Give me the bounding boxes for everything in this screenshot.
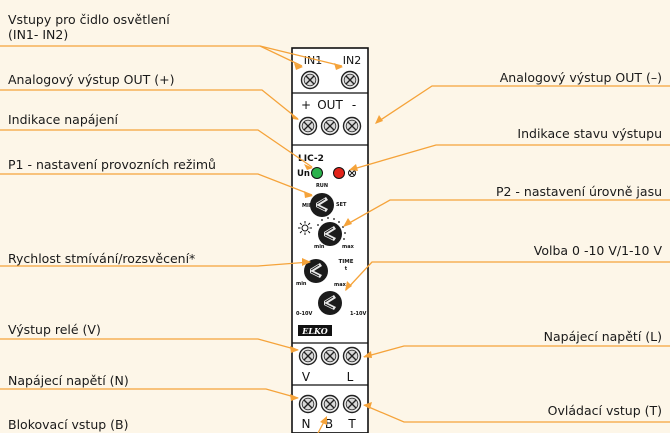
time-max-label: max	[334, 282, 347, 288]
v110-label: 1-10V	[350, 311, 367, 317]
v010-label: 0-10V	[296, 311, 313, 317]
label-p1-operating-modes: P1 - nastavení provozních režimů	[8, 157, 216, 172]
screw-terminal-in1	[300, 70, 320, 90]
terminal-l-label: L	[347, 370, 354, 384]
screw-terminal-mid	[320, 346, 340, 366]
screw-terminal-out-minus	[342, 116, 362, 136]
power-led	[311, 167, 323, 179]
terminal-b-label: B	[325, 417, 333, 431]
time-t-label: t	[345, 266, 348, 272]
label-relay-output: Výstup relé (V)	[8, 322, 101, 337]
terminal-v-label: V	[302, 370, 311, 384]
sun-icon	[298, 221, 312, 235]
label-supply-l: Napájecí napětí (L)	[543, 329, 662, 344]
label-p2-brightness: P2 - nastavení úrovně jasu	[495, 184, 662, 199]
label-analog-out-plus: Analogový výstup OUT (+)	[8, 72, 175, 87]
label-light-sensor-inputs: Vstupy pro čidlo osvětlení (IN1- IN2)	[8, 12, 170, 42]
terminal-out-minus-label: -	[352, 98, 356, 112]
p1-set-label: SET	[336, 202, 347, 208]
label-blocking-input: Blokovací vstup (B)	[8, 417, 129, 432]
terminal-t-label: T	[347, 417, 356, 431]
label-control-input: Ovládací vstup (T)	[547, 403, 662, 418]
svg-text:ELKO: ELKO	[301, 326, 327, 336]
label-analog-out-minus: Analogový výstup OUT (–)	[499, 70, 662, 85]
terminal-out-label: OUT	[317, 98, 343, 112]
status-led	[333, 167, 345, 179]
p1-knob[interactable]	[309, 192, 335, 218]
p2-max-label: max	[342, 244, 355, 250]
terminal-out-plus-label: +	[301, 98, 311, 112]
screw-terminal-l	[342, 346, 362, 366]
p1-min-label: MIN	[302, 203, 313, 209]
voltage-select-knob[interactable]	[317, 290, 343, 316]
callout-arrowheads	[290, 63, 383, 425]
screw-terminal-t	[342, 394, 362, 414]
screw-terminal-n	[298, 394, 318, 414]
time-label: TIME	[338, 259, 353, 265]
screw-terminal-out-mid	[320, 116, 340, 136]
terminal-n-label: N	[302, 417, 311, 431]
un-label: Un	[297, 169, 310, 179]
model-label: LIC-2	[298, 154, 324, 164]
label-voltage-select: Volba 0 -10 V/1-10 V	[533, 243, 662, 258]
screw-terminal-in2	[340, 70, 360, 90]
time-min-label: min	[296, 281, 307, 287]
label-dimming-speed: Rychlost stmívání/rozsvěcení*	[8, 251, 196, 266]
p2-knob[interactable]	[317, 221, 343, 247]
screw-terminal-out-plus	[298, 116, 318, 136]
callout-lines	[0, 45, 670, 433]
brand-logo: ELKO	[298, 325, 332, 336]
screw-terminal-b	[320, 394, 340, 414]
screw-terminal-v	[298, 346, 318, 366]
run-label: RUN	[316, 183, 328, 189]
label-supply-n: Napájecí napětí (N)	[8, 373, 129, 388]
label-power-indication: Indikace napájení	[8, 112, 118, 127]
p2-min-label: min	[314, 244, 325, 250]
label-output-status: Indikace stavu výstupu	[517, 126, 662, 141]
terminal-in2-label: IN2	[343, 54, 361, 67]
